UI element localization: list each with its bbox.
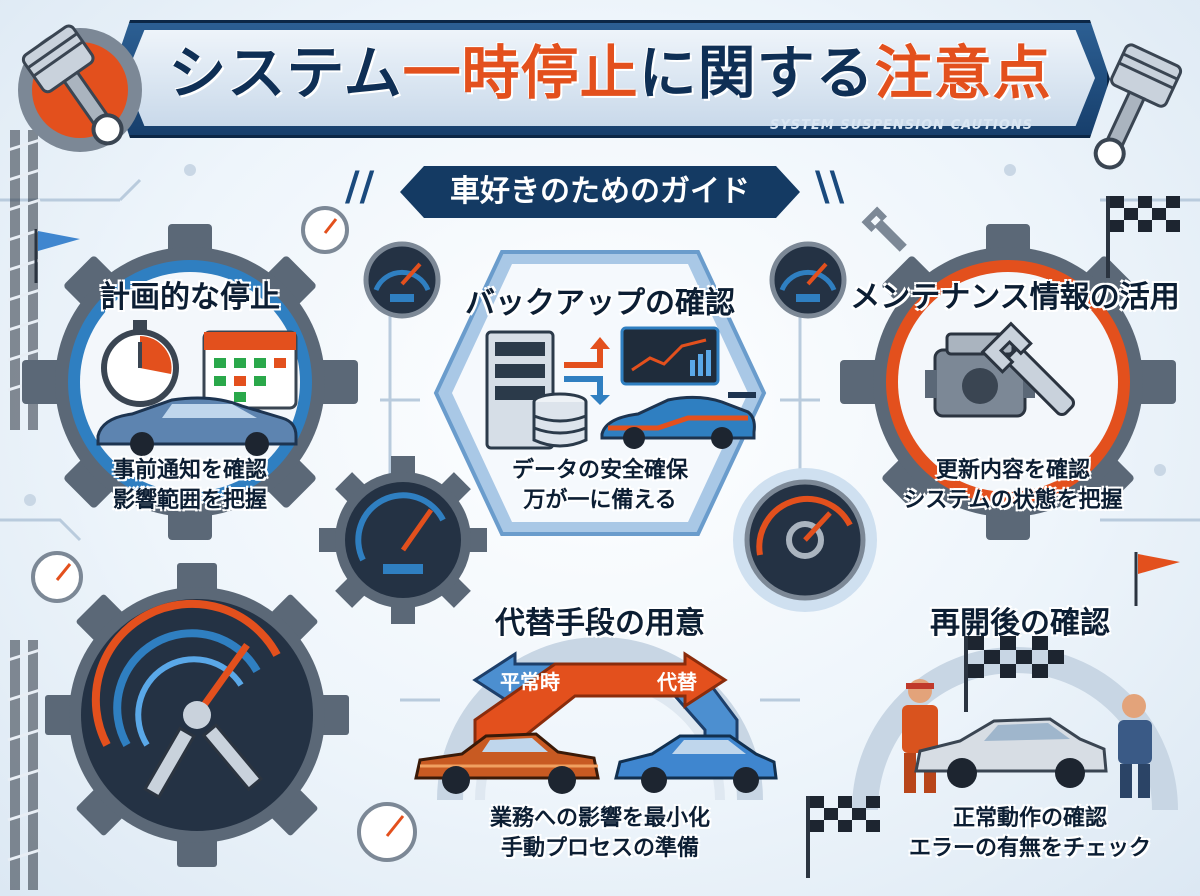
sedan-car-icon-section-5: [914, 717, 1108, 788]
calendar-icon: [202, 330, 298, 410]
flag-icon-blue: [34, 229, 80, 283]
speedometer-icon-tiny-1: [301, 206, 349, 254]
sports-car-icon-section-1: [96, 396, 298, 456]
section-3-line-2: システムの状態を把握: [903, 488, 1123, 513]
race-car-icon-section-2: [600, 392, 756, 449]
section-2-line-2: 万が一に備える: [523, 488, 677, 513]
chart-monitor-icon: [620, 326, 720, 386]
title-mid: に関する: [638, 39, 875, 107]
title-accent-1: 一時停止: [402, 39, 639, 107]
section-1-line-1: 事前通知を確認: [112, 458, 267, 483]
guide-label: 車好きのためのガイド: [400, 166, 800, 218]
flag-icon-red: [1134, 552, 1180, 606]
wrench-icon-section-3: [980, 321, 1076, 417]
title-prefix: システム: [168, 39, 403, 107]
section-4-title: 代替手段の用意: [495, 606, 705, 641]
route-arrows-icon: [472, 651, 739, 750]
section-2-body: データの安全確保 万が一に備える: [470, 456, 730, 516]
arrow-label-alternative: 代替: [657, 670, 697, 694]
title-banner-inner: [125, 30, 1095, 126]
speedometer-gear-icon-left: [319, 456, 487, 624]
section-3-body: 更新内容を確認 システムの状態を把握: [878, 456, 1148, 516]
database-icon: [532, 392, 588, 448]
section-4-line-1: 業務への影響を最小化: [489, 806, 710, 831]
title-accent-2: 注意点: [874, 39, 1052, 107]
section-3-line-1: 更新内容を確認: [935, 458, 1090, 483]
speedometer-icon-tiny-2: [31, 551, 83, 603]
mechanic-icon: [902, 679, 938, 793]
section-5-body: 正常動作の確認 エラーの有無をチェック: [880, 804, 1180, 864]
piston-icon-right: [1093, 43, 1183, 170]
checkered-flag-icon-bottom: [806, 796, 880, 878]
section-2-title: バックアップの確認: [465, 286, 735, 321]
page-title: システム一時停止に関する注意点: [125, 38, 1095, 108]
guide-left-chevrons: //: [345, 164, 375, 210]
speedometer-gear-icon-right: [733, 468, 877, 612]
guide-right-chevrons: \\: [815, 164, 845, 210]
speedometer-icon-large: [45, 563, 349, 867]
wrench-icon-small: [861, 206, 907, 252]
speedometer-icon-small-2: [769, 241, 847, 319]
section-1-title: 計画的な停止: [100, 280, 280, 315]
speedometer-icon-small-1: [363, 241, 441, 319]
tire-track-decoration-bottom-left: [7, 640, 41, 890]
piston-icon-left: [18, 24, 142, 152]
section-4-body: 業務への影響を最小化 手動プロセスの準備: [445, 804, 755, 864]
section-1-line-2: 影響範囲を把握: [112, 488, 267, 513]
classic-car-icon: [414, 732, 600, 794]
sync-arrows-icon: [564, 337, 610, 405]
mechanic-icon-2: [1118, 694, 1152, 798]
section-1-body: 事前通知を確認 影響範囲を把握: [60, 456, 320, 516]
section-4-line-2: 手動プロセスの準備: [500, 836, 699, 861]
section-2-line-1: データの安全確保: [511, 458, 688, 483]
arrow-label-normal: 平常時: [500, 670, 560, 694]
speedometer-icon-tiny-3: [357, 802, 417, 862]
section-5-line-1: 正常動作の確認: [952, 806, 1107, 831]
section-5-title: 再開後の確認: [930, 606, 1110, 641]
checkered-flag-icon-top-right: [1106, 196, 1180, 278]
subtitle-english: SYSTEM SUSPENSION CAUTIONS: [770, 118, 1034, 133]
electric-car-icon: [614, 734, 778, 793]
stopwatch-icon: [101, 320, 179, 407]
section-3-title: メンテナンス情報の活用: [850, 280, 1180, 315]
section-5-line-2: エラーの有無をチェック: [908, 836, 1151, 861]
checkered-flag-icon-section-5: [964, 636, 1064, 712]
